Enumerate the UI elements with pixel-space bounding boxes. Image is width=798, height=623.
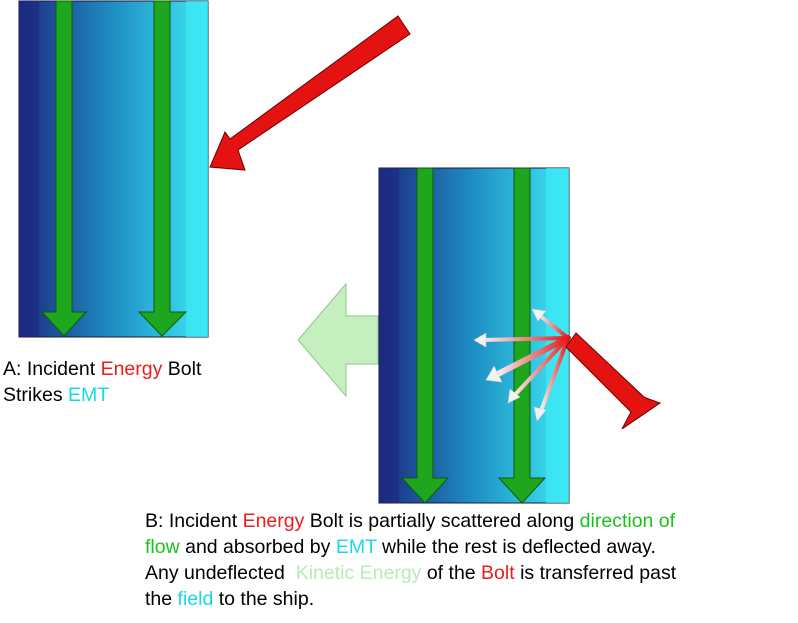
deflected-bolt-arrow	[565, 332, 662, 430]
caption-a-line-1: A: Incident Energy Bolt	[3, 356, 201, 382]
direction-of-flow-words: direction of	[579, 510, 676, 532]
caption-b-line-1: B: Incident Energy Bolt is partially sca…	[145, 508, 676, 534]
caption-b-text: the	[145, 588, 178, 610]
caption-a-text: A: Incident	[3, 358, 101, 380]
caption-a-text: Bolt	[162, 358, 202, 380]
caption-b-text: B: Incident	[145, 510, 243, 532]
caption-b: B: Incident Energy Bolt is partially sca…	[145, 508, 676, 612]
emt-word: EMT	[68, 384, 110, 406]
caption-b-text: to the ship.	[213, 588, 315, 610]
caption-b-text: of the	[421, 562, 482, 584]
flow-arrow-a2	[137, 0, 188, 337]
bolt-word: Bolt	[481, 562, 515, 584]
caption-a-text: Strikes	[3, 384, 69, 406]
caption-b-line-4: the field to the ship.	[145, 586, 676, 612]
emt-field-a	[18, 0, 209, 338]
caption-b-line-2: flow and absorbed by EMT while the rest …	[145, 534, 676, 560]
caption-b-text: Bolt is partially scattered along	[304, 510, 580, 532]
flow-word: flow	[145, 536, 180, 558]
scattered-energy-rays	[473, 308, 571, 422]
caption-b-text: Any undeflected	[145, 562, 296, 584]
flow-arrow-b1	[400, 167, 450, 504]
flow-arrow-a1	[40, 0, 88, 337]
caption-b-text: and absorbed by	[179, 536, 336, 558]
caption-b-text: is transferred past	[514, 562, 677, 584]
incident-bolt-arrow-a	[209, 15, 411, 171]
caption-a: A: Incident Energy Bolt Strikes EMT	[3, 356, 201, 408]
energy-word: Energy	[100, 358, 163, 380]
flow-arrow-b2	[497, 167, 547, 504]
caption-a-line-2: Strikes EMT	[3, 382, 201, 408]
caption-b-line-3: Any undeflected Kinetic Energy of the Bo…	[145, 560, 676, 586]
kinetic-energy-arrow	[297, 282, 379, 398]
energy-word: Energy	[242, 510, 305, 532]
kinetic-energy-words: Kinetic Energy	[295, 562, 422, 584]
emt-field-b	[378, 167, 570, 504]
field-word: field	[177, 588, 214, 610]
caption-b-text: while the rest is deflected away.	[376, 536, 656, 558]
emt-word: EMT	[335, 536, 377, 558]
